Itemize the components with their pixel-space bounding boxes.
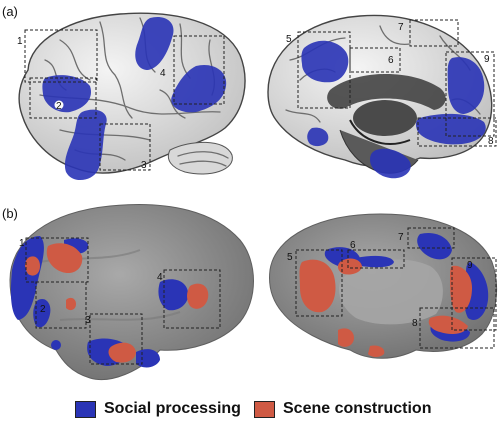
box-b-label-6: 6	[350, 240, 356, 251]
panel-a-label: (a)	[2, 4, 18, 19]
legend-item-scene: Scene construction	[254, 400, 431, 418]
panel-b-label: (b)	[2, 206, 18, 221]
box-b-label-3: 3	[85, 315, 91, 326]
box-b-label-1: 1	[19, 238, 25, 249]
box-a-label-4: 4	[160, 68, 166, 79]
roi-boxes-a	[24, 19, 497, 171]
box-a-label-3: 3	[141, 160, 147, 171]
box-b-label-8: 8	[412, 318, 418, 329]
box-b-label-5: 5	[287, 252, 293, 263]
scene-regions-b-lateral	[25, 243, 209, 363]
box-a-label-1: 1	[17, 36, 23, 47]
box-a-label-7: 7	[398, 22, 404, 33]
scene-regions-b-medial	[299, 258, 472, 357]
box-a-label-5: 5	[286, 34, 292, 45]
legend-label-social: Social processing	[104, 400, 241, 417]
box-b-label-7: 7	[398, 232, 404, 243]
box-b-label-4: 4	[157, 272, 163, 283]
box-a-label-9: 9	[484, 54, 490, 65]
box-b-label-9: 9	[467, 260, 473, 271]
legend: Social processing Scene construction	[0, 398, 500, 424]
social-regions-a-lateral	[42, 16, 227, 181]
roi-box-labels-a: 1 2 3 4 5 6 7 8 9	[17, 22, 494, 171]
scene-swatch	[254, 400, 275, 418]
box-a-label-2: 2	[56, 101, 62, 112]
box-a-label-8: 8	[488, 136, 494, 147]
roi-boxes-b	[25, 227, 497, 365]
social-swatch	[75, 400, 96, 418]
legend-label-scene: Scene construction	[283, 400, 432, 417]
legend-item-social: Social processing	[75, 400, 241, 418]
box-a-label-6: 6	[388, 55, 394, 66]
box-b-label-2: 2	[40, 304, 46, 315]
social-regions-a-medial	[301, 40, 486, 179]
roi-box-labels-b: 1 2 3 4 5 6 7 8 9	[19, 232, 473, 329]
